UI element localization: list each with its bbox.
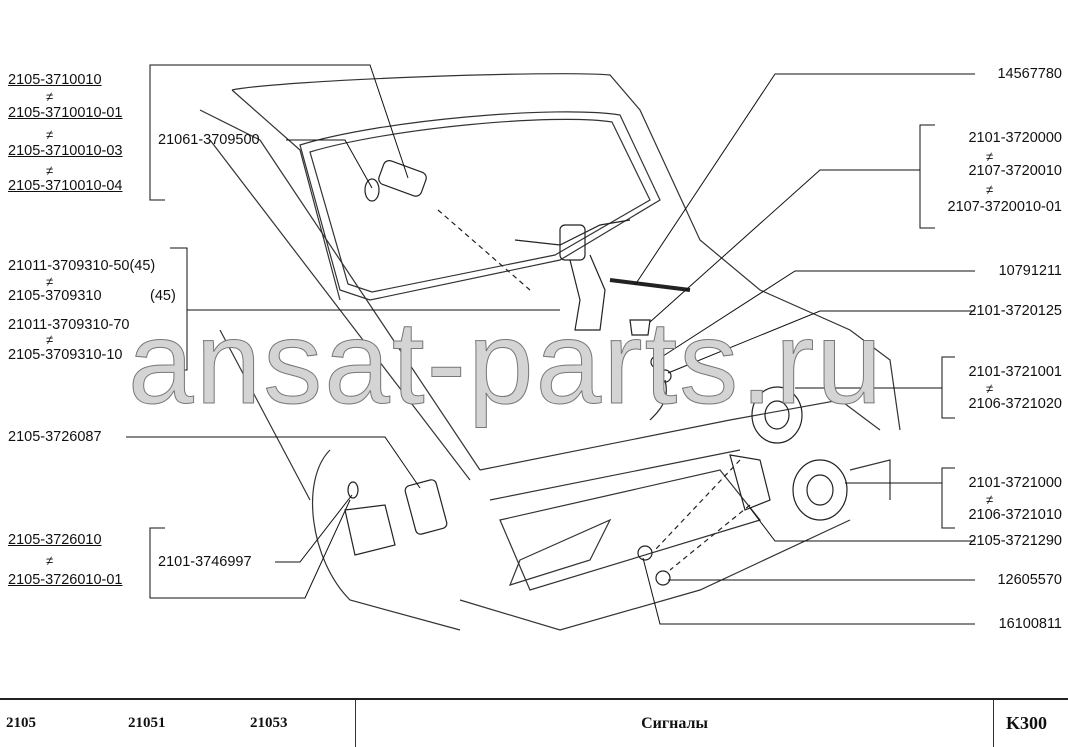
not-equal-icon: ≠ (46, 332, 54, 347)
section-title: Сигналы (641, 714, 708, 732)
title-block: 2105 21051 21053 Сигналы K300 (0, 698, 1068, 747)
part-number: 2106-3721010 (968, 507, 1062, 523)
part-number: 2105-3726010 (8, 532, 102, 548)
model-label: 21053 (250, 715, 288, 731)
not-equal-icon: ≠ (986, 381, 994, 396)
not-equal-icon: ≠ (46, 127, 54, 142)
not-equal-icon: ≠ (986, 149, 994, 164)
not-equal-icon: ≠ (986, 182, 994, 197)
part-number: 2107-3720010 (968, 163, 1062, 179)
not-equal-icon: ≠ (986, 492, 994, 507)
leader-lines (126, 64, 975, 625)
part-number: 2105-3709310 (8, 288, 102, 304)
not-equal-icon: ≠ (46, 553, 54, 568)
part-number: 16100811 (998, 616, 1062, 632)
divider (993, 700, 994, 747)
part-number: 2105-3726010-01 (8, 572, 123, 588)
part-number: 2107-3720010-01 (947, 199, 1063, 215)
part-number: 2105-3709310-10 (8, 347, 123, 363)
part-number: 2101-3720000 (968, 130, 1062, 146)
part-number: 2101-3721001 (968, 364, 1062, 380)
part-number: 2101-3721000 (968, 475, 1062, 491)
part-number: 21011-3709310-70 (8, 317, 130, 333)
model-label: 2105 (6, 715, 36, 731)
part-number: 2101-3720125 (968, 303, 1062, 319)
part-quantity: (45) (150, 288, 176, 304)
model-label: 21051 (128, 715, 166, 731)
not-equal-icon: ≠ (46, 89, 54, 104)
part-number: 2105-3710010-01 (8, 105, 123, 121)
watermark: ansat-parts.ru (128, 297, 884, 430)
parts-shapes (344, 160, 848, 586)
not-equal-icon: ≠ (46, 274, 54, 289)
page-code: K300 (1006, 713, 1048, 733)
part-number: 2105-3726087 (8, 429, 102, 445)
part-number: 14567780 (997, 66, 1062, 82)
part-number: 2105-3710010-04 (8, 178, 123, 194)
not-equal-icon: ≠ (46, 163, 54, 178)
part-number: 21011-3709310-50(45) (8, 258, 156, 274)
part-number: 2105-3710010-03 (8, 143, 123, 159)
part-number: 2105-3710010 (8, 72, 102, 88)
divider (355, 700, 356, 747)
part-number: 2101-3746997 (158, 554, 252, 570)
part-number: 2106-3721020 (968, 396, 1062, 412)
part-number: 10791211 (998, 263, 1062, 279)
part-number: 21061-3709500 (158, 132, 260, 148)
part-number: 2105-3721290 (968, 533, 1062, 549)
part-number: 12605570 (997, 572, 1062, 588)
